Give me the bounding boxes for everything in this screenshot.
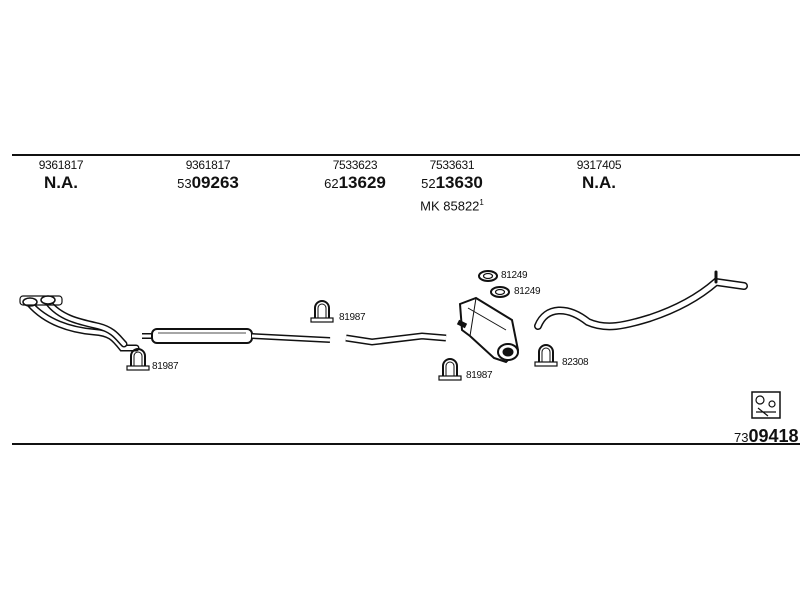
order-number: N.A. — [582, 173, 616, 192]
rear-silencer — [456, 296, 520, 364]
top-rule — [12, 154, 800, 156]
callout-ring-upper: 81249 — [501, 270, 528, 281]
ring-upper-icon — [478, 270, 498, 282]
callout-clamp-mid-bottom: 81987 — [466, 370, 493, 381]
part-number: 9361817 — [38, 158, 84, 172]
callout-ring-lower: 81249 — [514, 286, 541, 297]
order-number: 6213629 — [324, 173, 386, 192]
part-number: 9361817 — [185, 158, 231, 172]
column-front-silencer: 9361817 5309263 — [177, 158, 239, 195]
clamp-front-icon — [126, 348, 150, 371]
column-front-pipe: 9361817 N.A. — [39, 158, 84, 195]
callout-clamp-front: 81987 — [152, 361, 179, 372]
order-number: 5213630 — [421, 173, 483, 192]
part-number: 7533631 — [429, 158, 475, 172]
bottom-rule — [12, 443, 800, 445]
tail-pipe — [534, 270, 748, 331]
column-tail-pipe: 9317405 N.A. — [577, 158, 622, 195]
column-intermediate-pipe: 7533623 6213629 — [324, 158, 386, 195]
callout-clamp-mid-top: 81987 — [339, 312, 366, 323]
ring-lower-icon — [490, 286, 510, 298]
clamp-rear-icon — [534, 344, 558, 367]
order-number: 5309263 — [177, 173, 239, 192]
callout-clamp-rear: 82308 — [562, 357, 589, 368]
order-number: N.A. — [44, 173, 78, 192]
part-number: 9317405 — [576, 158, 622, 172]
front-silencer — [142, 328, 331, 344]
clamp-mid-bottom-icon — [438, 358, 462, 381]
assembly-kit-icon — [751, 391, 781, 419]
intermediate-pipe — [345, 332, 447, 346]
clamp-mid-top-icon — [310, 300, 334, 323]
column-rear-silencer: 7533631 5213630 MK 858221 — [420, 158, 484, 214]
kit-total-number: 7309418 — [734, 426, 799, 446]
front-pipe — [19, 295, 140, 352]
mounting-kit: MK 858221 — [420, 198, 484, 214]
part-number: 7533623 — [332, 158, 378, 172]
